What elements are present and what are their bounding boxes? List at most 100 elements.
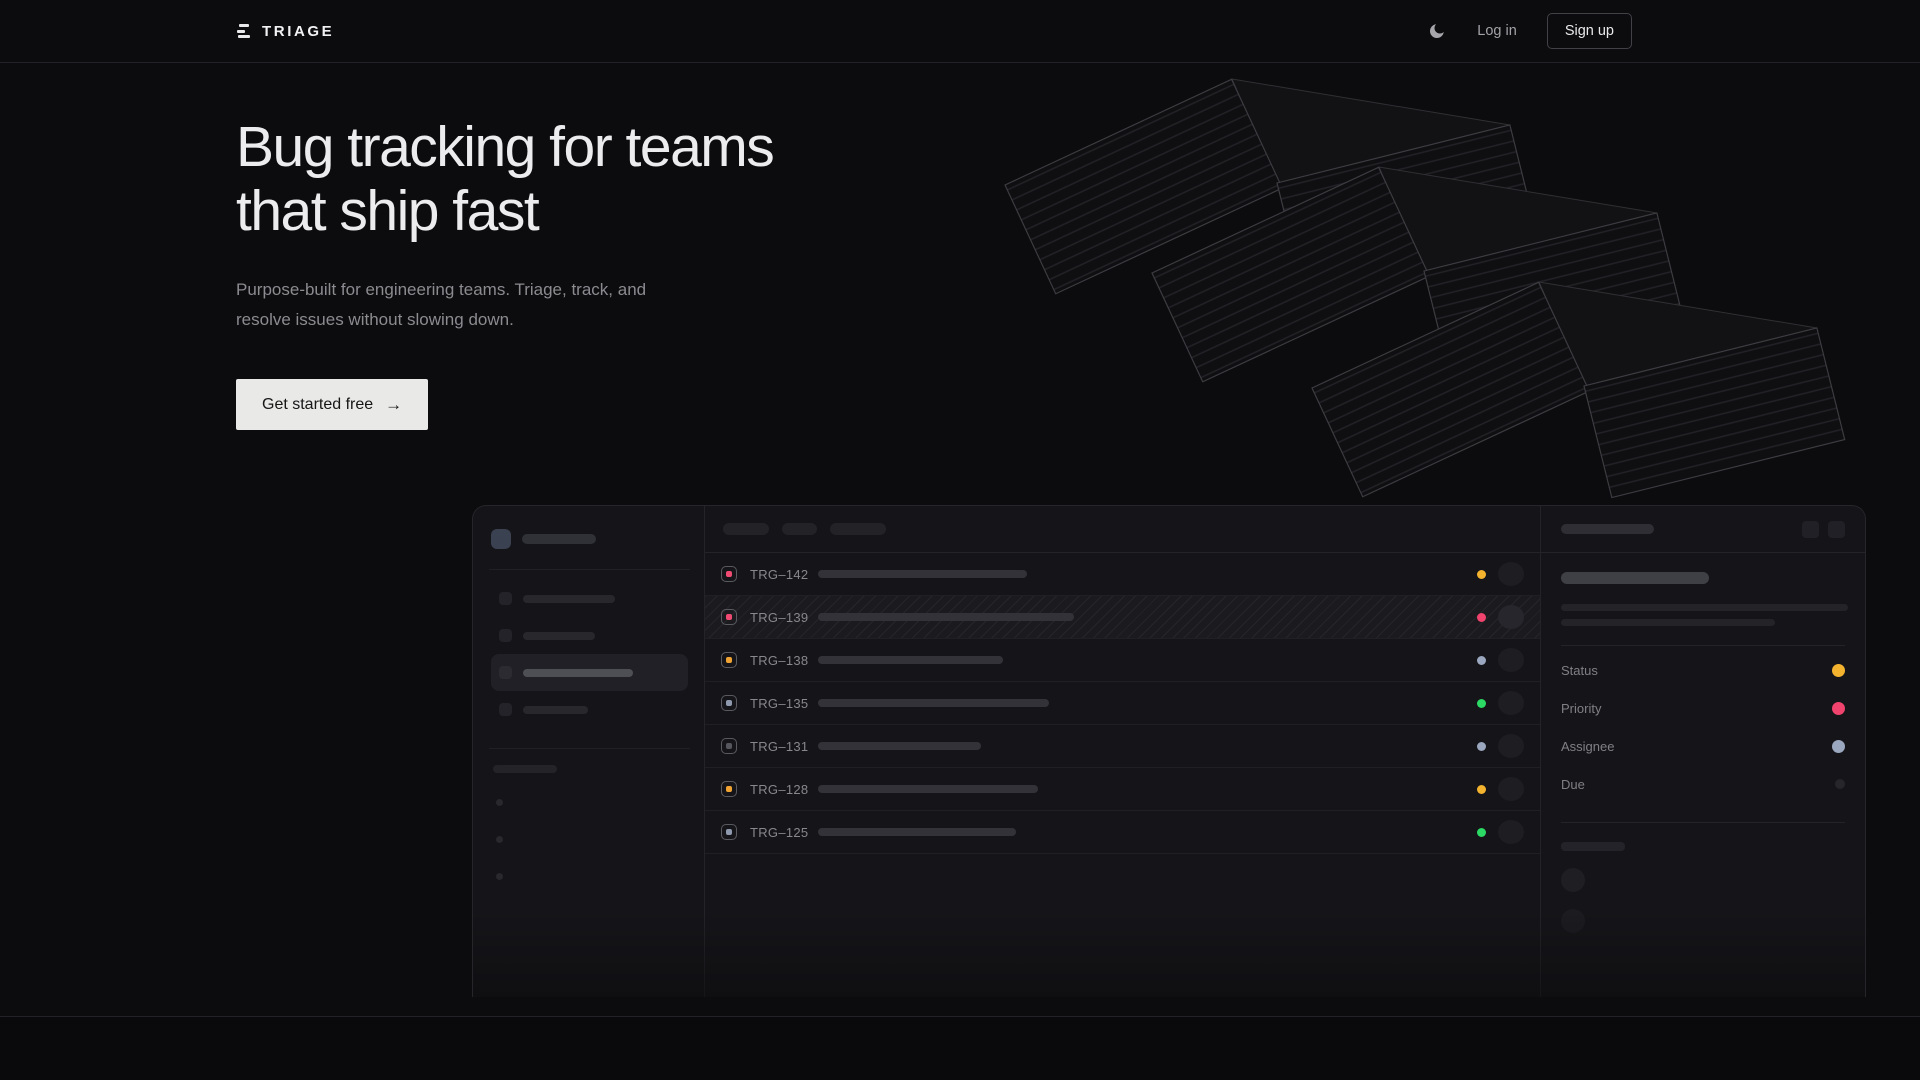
issue-list-pane: TRG–142 TRG–139 TRG–138 TRG–135 TRG– xyxy=(705,506,1540,997)
assignee-avatar xyxy=(1498,648,1524,672)
issue-id: TRG–131 xyxy=(750,738,809,754)
detail-field-row: Due xyxy=(1561,765,1845,803)
detail-panel-body: Status Priority Assignee Due xyxy=(1541,553,1865,933)
sidebar-item-skeleton xyxy=(491,617,688,654)
panel-divider xyxy=(1561,822,1845,823)
issue-row-meta xyxy=(1477,691,1524,715)
issue-row: TRG–139 xyxy=(705,596,1540,639)
sidebar-divider xyxy=(489,569,690,570)
issue-type-icon xyxy=(721,609,737,625)
top-nav: TRIAGE Log in Sign up xyxy=(0,0,1920,63)
issue-id: TRG–139 xyxy=(750,609,809,625)
status-dot xyxy=(1477,612,1486,622)
get-started-label: Get started free xyxy=(262,395,374,413)
issue-type-icon xyxy=(721,652,737,668)
issue-type-icon xyxy=(721,566,737,582)
field-value-dot xyxy=(1835,779,1845,789)
detail-breadcrumb-skeleton xyxy=(1561,524,1654,534)
theme-toggle-moon-icon[interactable] xyxy=(1427,21,1447,41)
issue-row: TRG–125 xyxy=(705,811,1540,854)
issue-type-icon xyxy=(721,824,737,840)
detail-panel-header xyxy=(1541,506,1865,553)
login-link[interactable]: Log in xyxy=(1477,23,1517,39)
sidebar-item-icon xyxy=(499,666,512,679)
issue-title-skeleton xyxy=(818,828,1016,836)
issue-description-skeleton xyxy=(1561,604,1848,611)
hero-content: Bug tracking for teams that ship fast Pu… xyxy=(236,63,1866,997)
sidebar-item-skeleton-active xyxy=(491,654,688,691)
workspace-name-skeleton xyxy=(522,534,596,544)
issue-id: TRG–128 xyxy=(750,781,809,797)
status-dot xyxy=(1477,741,1486,751)
sidebar-item-label-skeleton xyxy=(523,705,588,714)
issue-title-skeleton xyxy=(818,570,1027,578)
sidebar-dot xyxy=(496,799,503,806)
field-label: Due xyxy=(1561,776,1585,792)
panel-divider xyxy=(1561,645,1845,646)
nav-inner: TRIAGE Log in Sign up xyxy=(236,0,1632,62)
assignee-avatar xyxy=(1498,734,1524,758)
hero-section: Bug tracking for teams that ship fast Pu… xyxy=(0,63,1920,997)
field-value-dot xyxy=(1832,701,1845,715)
sidebar-item-label-skeleton xyxy=(523,594,615,603)
hero-subtitle-line2: resolve issues without slowing down. xyxy=(236,310,514,329)
arrow-right-icon: → xyxy=(385,395,403,414)
issue-list: TRG–142 TRG–139 TRG–138 TRG–135 TRG– xyxy=(705,553,1540,854)
assignee-avatar xyxy=(1498,820,1524,844)
status-dot xyxy=(1477,827,1486,837)
issue-row: TRG–142 xyxy=(705,553,1540,596)
mockup-sidebar xyxy=(473,506,705,997)
issue-title-skeleton xyxy=(818,656,1003,664)
sidebar-item-icon xyxy=(499,592,512,605)
issue-row-meta xyxy=(1477,777,1524,801)
issue-id: TRG–125 xyxy=(750,824,809,840)
issue-row-meta xyxy=(1477,562,1524,586)
filter-tab-skeleton xyxy=(782,523,817,535)
nav-actions: Log in Sign up xyxy=(1427,13,1632,49)
issue-title-skeleton xyxy=(818,699,1049,707)
issue-title-skeleton xyxy=(818,742,981,750)
issue-list-header xyxy=(705,506,1540,553)
issue-id: TRG–135 xyxy=(750,695,809,711)
panel-action-button xyxy=(1802,520,1819,538)
issue-row-meta xyxy=(1477,605,1524,629)
assignee-avatar xyxy=(1498,691,1524,715)
field-label: Priority xyxy=(1561,700,1602,716)
hero-title-line2: that ship fast xyxy=(236,179,540,243)
sidebar-item-label-skeleton xyxy=(523,668,633,677)
issue-row-meta xyxy=(1477,648,1524,672)
assignee-avatar xyxy=(1498,605,1524,629)
issue-id: TRG–142 xyxy=(750,566,809,582)
sidebar-dot-list xyxy=(496,799,688,880)
activity-avatar-skeleton xyxy=(1561,868,1585,892)
detail-field-row: Assignee xyxy=(1561,727,1845,765)
hero-title: Bug tracking for teams that ship fast xyxy=(236,115,1632,243)
issue-row: TRG–138 xyxy=(705,639,1540,682)
status-dot xyxy=(1477,698,1486,708)
detail-header-actions xyxy=(1802,520,1845,538)
get-started-button[interactable]: Get started free → xyxy=(236,379,429,430)
brand-logo[interactable]: TRIAGE xyxy=(236,23,334,40)
issue-title-skeleton xyxy=(1561,572,1709,584)
issue-row: TRG–131 xyxy=(705,725,1540,768)
status-dot xyxy=(1477,655,1486,665)
sidebar-dot xyxy=(496,836,503,843)
sidebar-item-icon xyxy=(499,703,512,716)
issue-description-skeleton xyxy=(1561,619,1775,626)
field-value-dot xyxy=(1832,739,1845,753)
footer-band xyxy=(0,1016,1920,1080)
brand-name: TRIAGE xyxy=(262,22,335,40)
sidebar-item-skeleton xyxy=(491,691,688,728)
filter-tab-skeleton xyxy=(723,523,769,535)
issue-type-icon xyxy=(721,695,737,711)
workspace-switcher xyxy=(491,529,688,549)
workspace-avatar xyxy=(491,529,511,549)
issue-title-skeleton xyxy=(818,613,1074,621)
field-label: Assignee xyxy=(1561,738,1615,754)
issue-row: TRG–135 xyxy=(705,682,1540,725)
assignee-avatar xyxy=(1498,562,1524,586)
field-label: Status xyxy=(1561,662,1598,678)
issue-type-icon xyxy=(721,738,737,754)
signup-button[interactable]: Sign up xyxy=(1546,13,1632,49)
